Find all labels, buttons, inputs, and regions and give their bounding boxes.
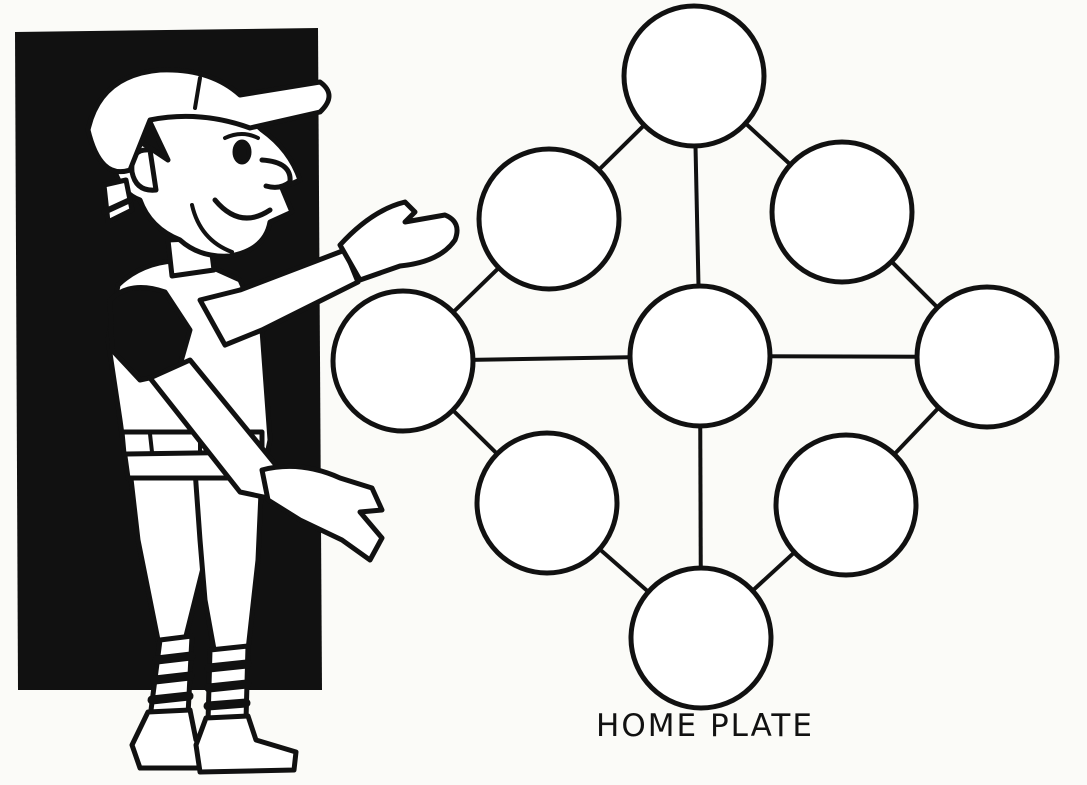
circle-upper-left [479,149,619,289]
player-raised-hand [340,202,457,280]
circle-top [624,6,764,146]
player-right-shoe [196,716,296,772]
circle-upper-right [772,142,912,282]
home-plate-label: HOME PLATE [560,708,850,744]
circle-center [630,286,770,426]
diagram-circles [333,6,1057,708]
player-eye [235,142,249,162]
circle-right [917,287,1057,427]
circle-left [333,291,473,431]
circle-lower-right [776,435,916,575]
circle-home-plate [631,568,771,708]
circle-lower-left [477,433,617,573]
